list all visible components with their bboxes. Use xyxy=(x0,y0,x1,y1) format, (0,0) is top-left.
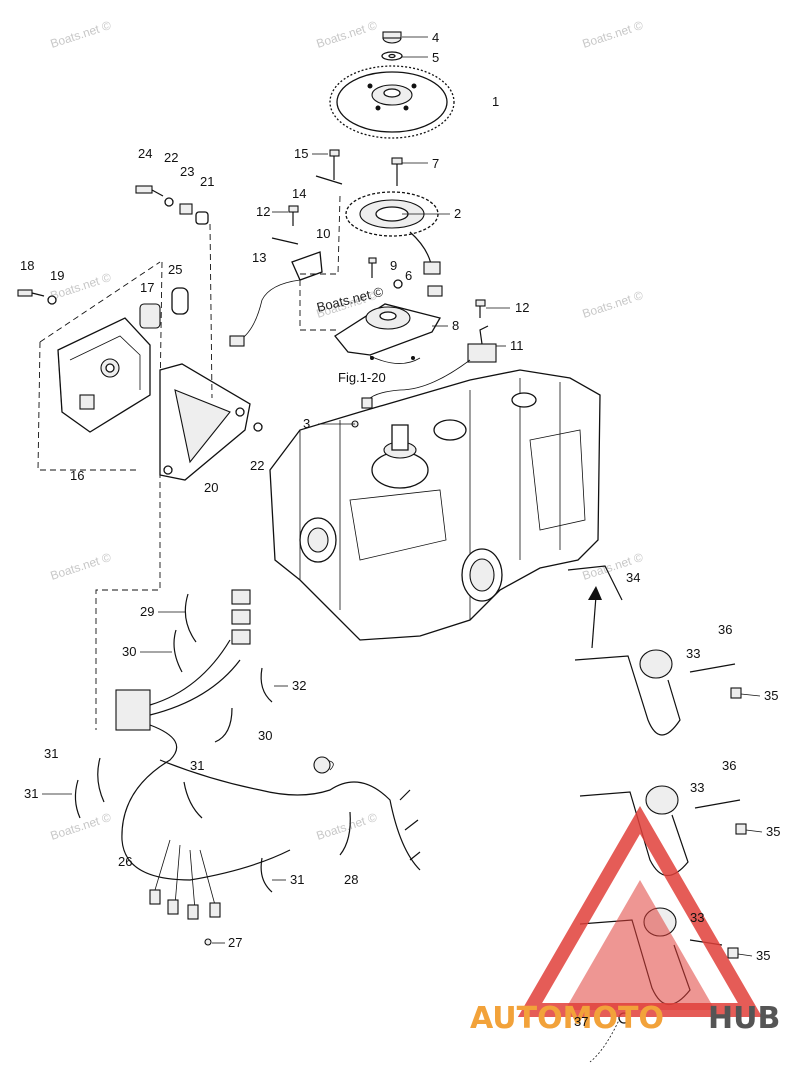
part-number: 8 xyxy=(452,318,459,333)
part-number: 30 xyxy=(258,728,272,743)
part-number: 34 xyxy=(626,570,640,585)
watermark: Boats.net © xyxy=(49,18,113,51)
part-number: 30 xyxy=(122,644,136,659)
part-number-labels: 1 2 3 4 5 6 7 8 9 10 11 12 12 13 14 15 1… xyxy=(20,30,780,1029)
part-number: 11 xyxy=(510,338,524,353)
part-number: 19 xyxy=(50,268,64,283)
part-number: 17 xyxy=(140,280,154,295)
part-number: 14 xyxy=(292,186,306,201)
part-number: 35 xyxy=(764,688,778,703)
part-number: 31 xyxy=(24,786,38,801)
flywheel-part xyxy=(329,65,455,139)
part-number: 27 xyxy=(228,935,242,950)
part-number: 16 xyxy=(70,468,84,483)
part-number: 36 xyxy=(722,758,736,773)
part-number: 21 xyxy=(200,174,214,189)
part-number: 12 xyxy=(515,300,529,315)
part-number: 26 xyxy=(118,854,132,869)
part-number: 7 xyxy=(432,156,439,171)
part-number: 12 xyxy=(256,204,270,219)
figure-reference: Fig.1-20 xyxy=(338,370,386,385)
part-number: 18 xyxy=(20,258,34,273)
pulser-coil-part xyxy=(334,279,441,364)
watermark: Boats.net © xyxy=(49,550,113,583)
part-number: 6 xyxy=(405,268,412,283)
part-number: 32 xyxy=(292,678,306,693)
wire-harness-part xyxy=(115,589,421,946)
watermark: Boats.net © xyxy=(315,810,379,843)
part-number: 35 xyxy=(766,824,780,839)
part-number: 2 xyxy=(454,206,461,221)
part-number: 31 xyxy=(190,758,204,773)
leader-lines xyxy=(95,195,341,730)
watermark: Boats.net © xyxy=(315,18,379,51)
part-number: 5 xyxy=(432,50,439,65)
watermark: Boats.net © xyxy=(581,18,645,51)
part-number: 31 xyxy=(290,872,304,887)
bracket-20-part xyxy=(159,363,251,481)
stator-part xyxy=(345,191,443,297)
part-number: 20 xyxy=(204,480,218,495)
part-number: 37 xyxy=(574,1014,588,1029)
engine-block xyxy=(269,369,601,641)
part-number: 1 xyxy=(492,94,499,109)
part-number: 23 xyxy=(180,164,194,179)
bracket-parts xyxy=(229,149,377,347)
part-number: 31 xyxy=(44,746,58,761)
clamp-parts xyxy=(74,593,351,893)
nut-washer-part xyxy=(381,31,403,61)
part-number: 15 xyxy=(294,146,308,161)
part-number: 35 xyxy=(756,948,770,963)
part-number: 28 xyxy=(344,872,358,887)
part-number: 9 xyxy=(390,258,397,273)
cdi-unit-part xyxy=(37,261,163,471)
logo-word-hub: HUB xyxy=(708,1001,780,1036)
watermark: Boats.net © xyxy=(581,288,645,321)
part-number: 33 xyxy=(690,910,704,925)
part-number: 13 xyxy=(252,250,266,265)
part-number: 25 xyxy=(168,262,182,277)
automotohub-logo: AUTOMOTO HUB xyxy=(470,806,780,1036)
part-number: 33 xyxy=(690,780,704,795)
part-number: 36 xyxy=(718,622,732,637)
part-number: 10 xyxy=(316,226,330,241)
ignition-wire-part xyxy=(361,299,497,409)
part-number: 3 xyxy=(303,416,310,431)
part-number: 29 xyxy=(140,604,154,619)
logo-word-automoto: AUTOMOTO xyxy=(470,1001,664,1036)
part-number: 24 xyxy=(138,146,152,161)
bolt-part xyxy=(391,157,403,186)
watermark: Boats.net © xyxy=(49,810,113,843)
part-number: 22 xyxy=(250,458,264,473)
plug-cap-part xyxy=(567,565,623,649)
part-number: 22 xyxy=(164,150,178,165)
part-number: 4 xyxy=(432,30,439,45)
part-number: 33 xyxy=(686,646,700,661)
small-hardware-parts xyxy=(17,185,263,432)
